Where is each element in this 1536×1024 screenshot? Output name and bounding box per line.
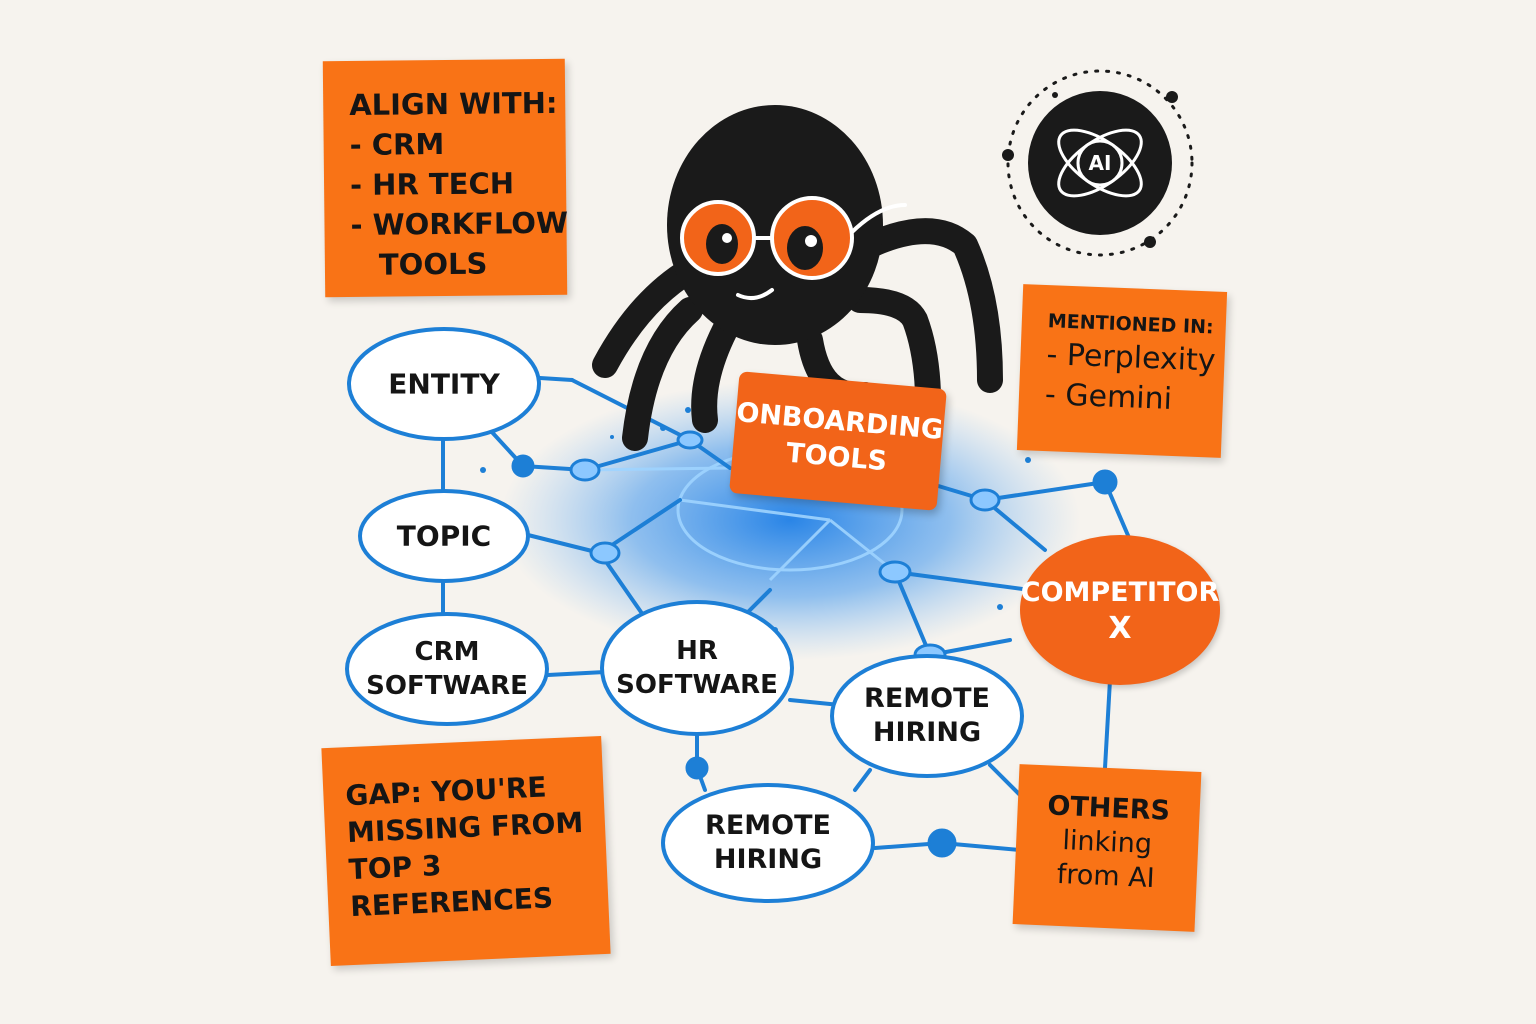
node-topic-shape <box>358 489 530 583</box>
mentioned-note-item: - Gemini <box>1044 377 1173 417</box>
node-topic: TOPIC <box>397 520 491 553</box>
node-remote2-shape <box>661 783 875 903</box>
align-with-note: ALIGN WITH: - CRM - HR TECH - WORKFLOW T… <box>322 58 569 298</box>
node-crm-shape <box>345 612 549 726</box>
competitor-name: X <box>1108 611 1132 646</box>
align-note-title: ALIGN WITH: <box>349 85 558 122</box>
align-note-item: - CRM <box>349 127 445 162</box>
node-remote-hiring-1: REMOTE HIRING <box>864 682 990 750</box>
network-edges <box>441 376 1132 852</box>
node-remote2-label: REMOTE <box>705 810 831 841</box>
align-note-item: - WORKFLOW <box>350 205 569 242</box>
others-linking-note: OTHERS linking from AI <box>1012 764 1202 932</box>
node-remote1-shape <box>830 654 1024 778</box>
node-remote2-label: HIRING <box>713 844 823 875</box>
node-remote-hiring-2: REMOTE HIRING <box>705 809 831 877</box>
node-entity: ENTITY <box>388 368 499 401</box>
node-entity-shape <box>347 327 541 441</box>
node-topic-label: TOPIC <box>396 519 492 553</box>
network-junctions <box>511 430 1118 858</box>
align-note-item-continued: TOOLS <box>378 246 488 282</box>
others-note-line: from AI <box>1056 858 1156 895</box>
align-note-item: - HR TECH <box>349 166 515 202</box>
node-crm-software: CRM SOFTWARE <box>366 635 528 703</box>
node-crm-label: CRM <box>414 637 480 667</box>
gap-note: GAP: YOU'RE MISSING FROM TOP 3 REFERENCE… <box>321 735 611 967</box>
node-hr-label: HR <box>676 636 718 666</box>
ai-badge <box>1002 69 1194 257</box>
ai-badge-label: AI <box>1088 151 1112 175</box>
onboarding-tools-card: ONBOARDING TOOLS <box>729 371 947 511</box>
node-crm-label: SOFTWARE <box>366 671 528 701</box>
competitor-x-node: COMPETITOR X <box>1020 535 1220 685</box>
node-remote1-label: REMOTE <box>864 683 990 714</box>
node-shapes <box>345 327 1024 903</box>
mentioned-note-item: - Perplexity <box>1045 337 1217 379</box>
node-remote1-label: HIRING <box>872 717 982 748</box>
node-hr-shape <box>600 600 794 736</box>
node-hr-label: SOFTWARE <box>616 670 778 700</box>
node-hr-software: HR SOFTWARE <box>616 634 778 702</box>
mentioned-in-note: MENTIONED IN: - Perplexity - Gemini <box>1016 284 1228 458</box>
competitor-label: COMPETITOR <box>1020 577 1220 608</box>
node-entity-label: ENTITY <box>388 367 500 401</box>
